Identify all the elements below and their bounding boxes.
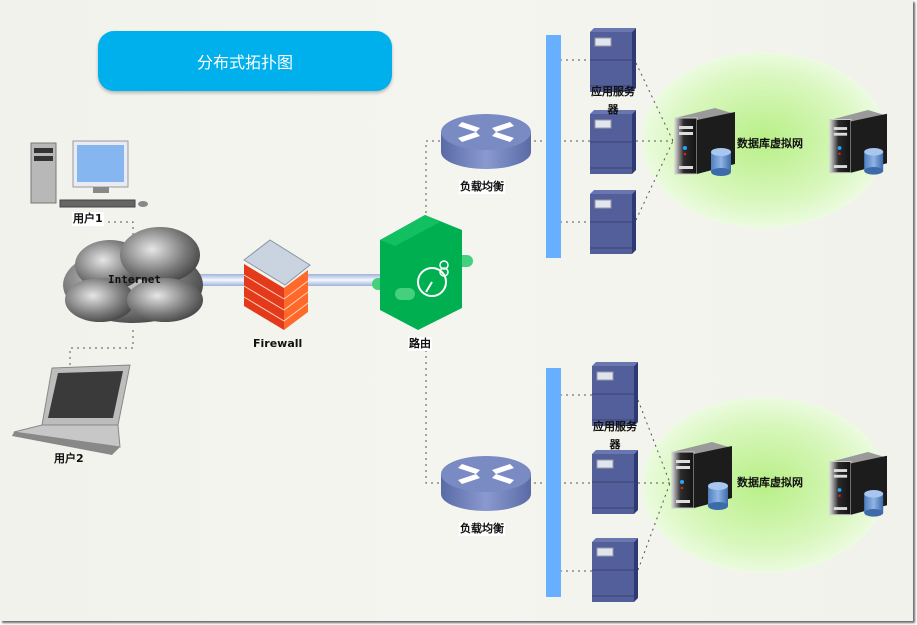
load-balancer-icon-bottom[interactable]	[441, 456, 531, 511]
db-zone-bottom-label: 数据库虚拟网	[737, 476, 803, 489]
router-icon[interactable]	[372, 215, 473, 330]
app-server-icon[interactable]	[592, 450, 638, 514]
app-servers-layer	[590, 28, 638, 602]
app-server-icon[interactable]	[590, 190, 636, 254]
app-server-icon[interactable]	[590, 28, 636, 92]
app-server-top-label: 应用服务器	[591, 85, 635, 116]
app-server-icon[interactable]	[592, 362, 638, 426]
app-server-icon[interactable]	[590, 110, 636, 174]
edge-router-lb-bottom	[425, 350, 445, 484]
bus-top[interactable]	[546, 35, 561, 258]
database-server-icon[interactable]	[671, 442, 732, 510]
load-balancer-icon-top[interactable]	[441, 114, 531, 169]
link-internet-firewall	[195, 274, 245, 286]
load-balancer-top-label: 负载均衡	[459, 180, 505, 194]
bus-bottom[interactable]	[546, 368, 561, 597]
edge-user1-internet	[108, 221, 134, 240]
app-server-bottom-label: 应用服务器	[593, 420, 637, 451]
laptop-icon[interactable]	[12, 364, 131, 455]
diagram-title: 分布式拓扑图	[98, 31, 392, 91]
load-balancer-bottom-label: 负载均衡	[459, 522, 505, 536]
user1-label: 用户1	[72, 212, 104, 226]
app-server-icon[interactable]	[592, 538, 638, 602]
edge-router-lb-top	[425, 140, 445, 225]
db-zone-bottom	[642, 397, 886, 573]
cloud-icon[interactable]	[63, 227, 203, 323]
database-cylinder-icon	[864, 148, 884, 175]
database-cylinder-icon	[708, 482, 728, 510]
database-cylinder-icon	[864, 490, 884, 517]
edge-user2-internet	[69, 330, 134, 365]
firewall-icon[interactable]	[243, 239, 311, 330]
firewall-label: Firewall	[253, 337, 303, 350]
router-label: 路由	[408, 337, 432, 351]
edge-app-db-top-3	[635, 140, 674, 221]
db-servers-layer	[671, 108, 887, 517]
internet-label: Internet	[108, 273, 161, 286]
db-zone-top	[642, 52, 886, 228]
database-server-icon[interactable]	[829, 110, 887, 175]
user2-label: 用户2	[54, 452, 84, 465]
db-zone-top-label: 数据库虚拟网	[737, 137, 803, 150]
edge-app-db-top-1	[635, 62, 674, 142]
database-cylinder-icon	[711, 148, 731, 176]
desktop-computer-icon[interactable]	[30, 140, 148, 208]
database-server-icon[interactable]	[674, 108, 735, 176]
database-server-icon[interactable]	[829, 452, 887, 517]
link-firewall-router	[308, 274, 383, 286]
